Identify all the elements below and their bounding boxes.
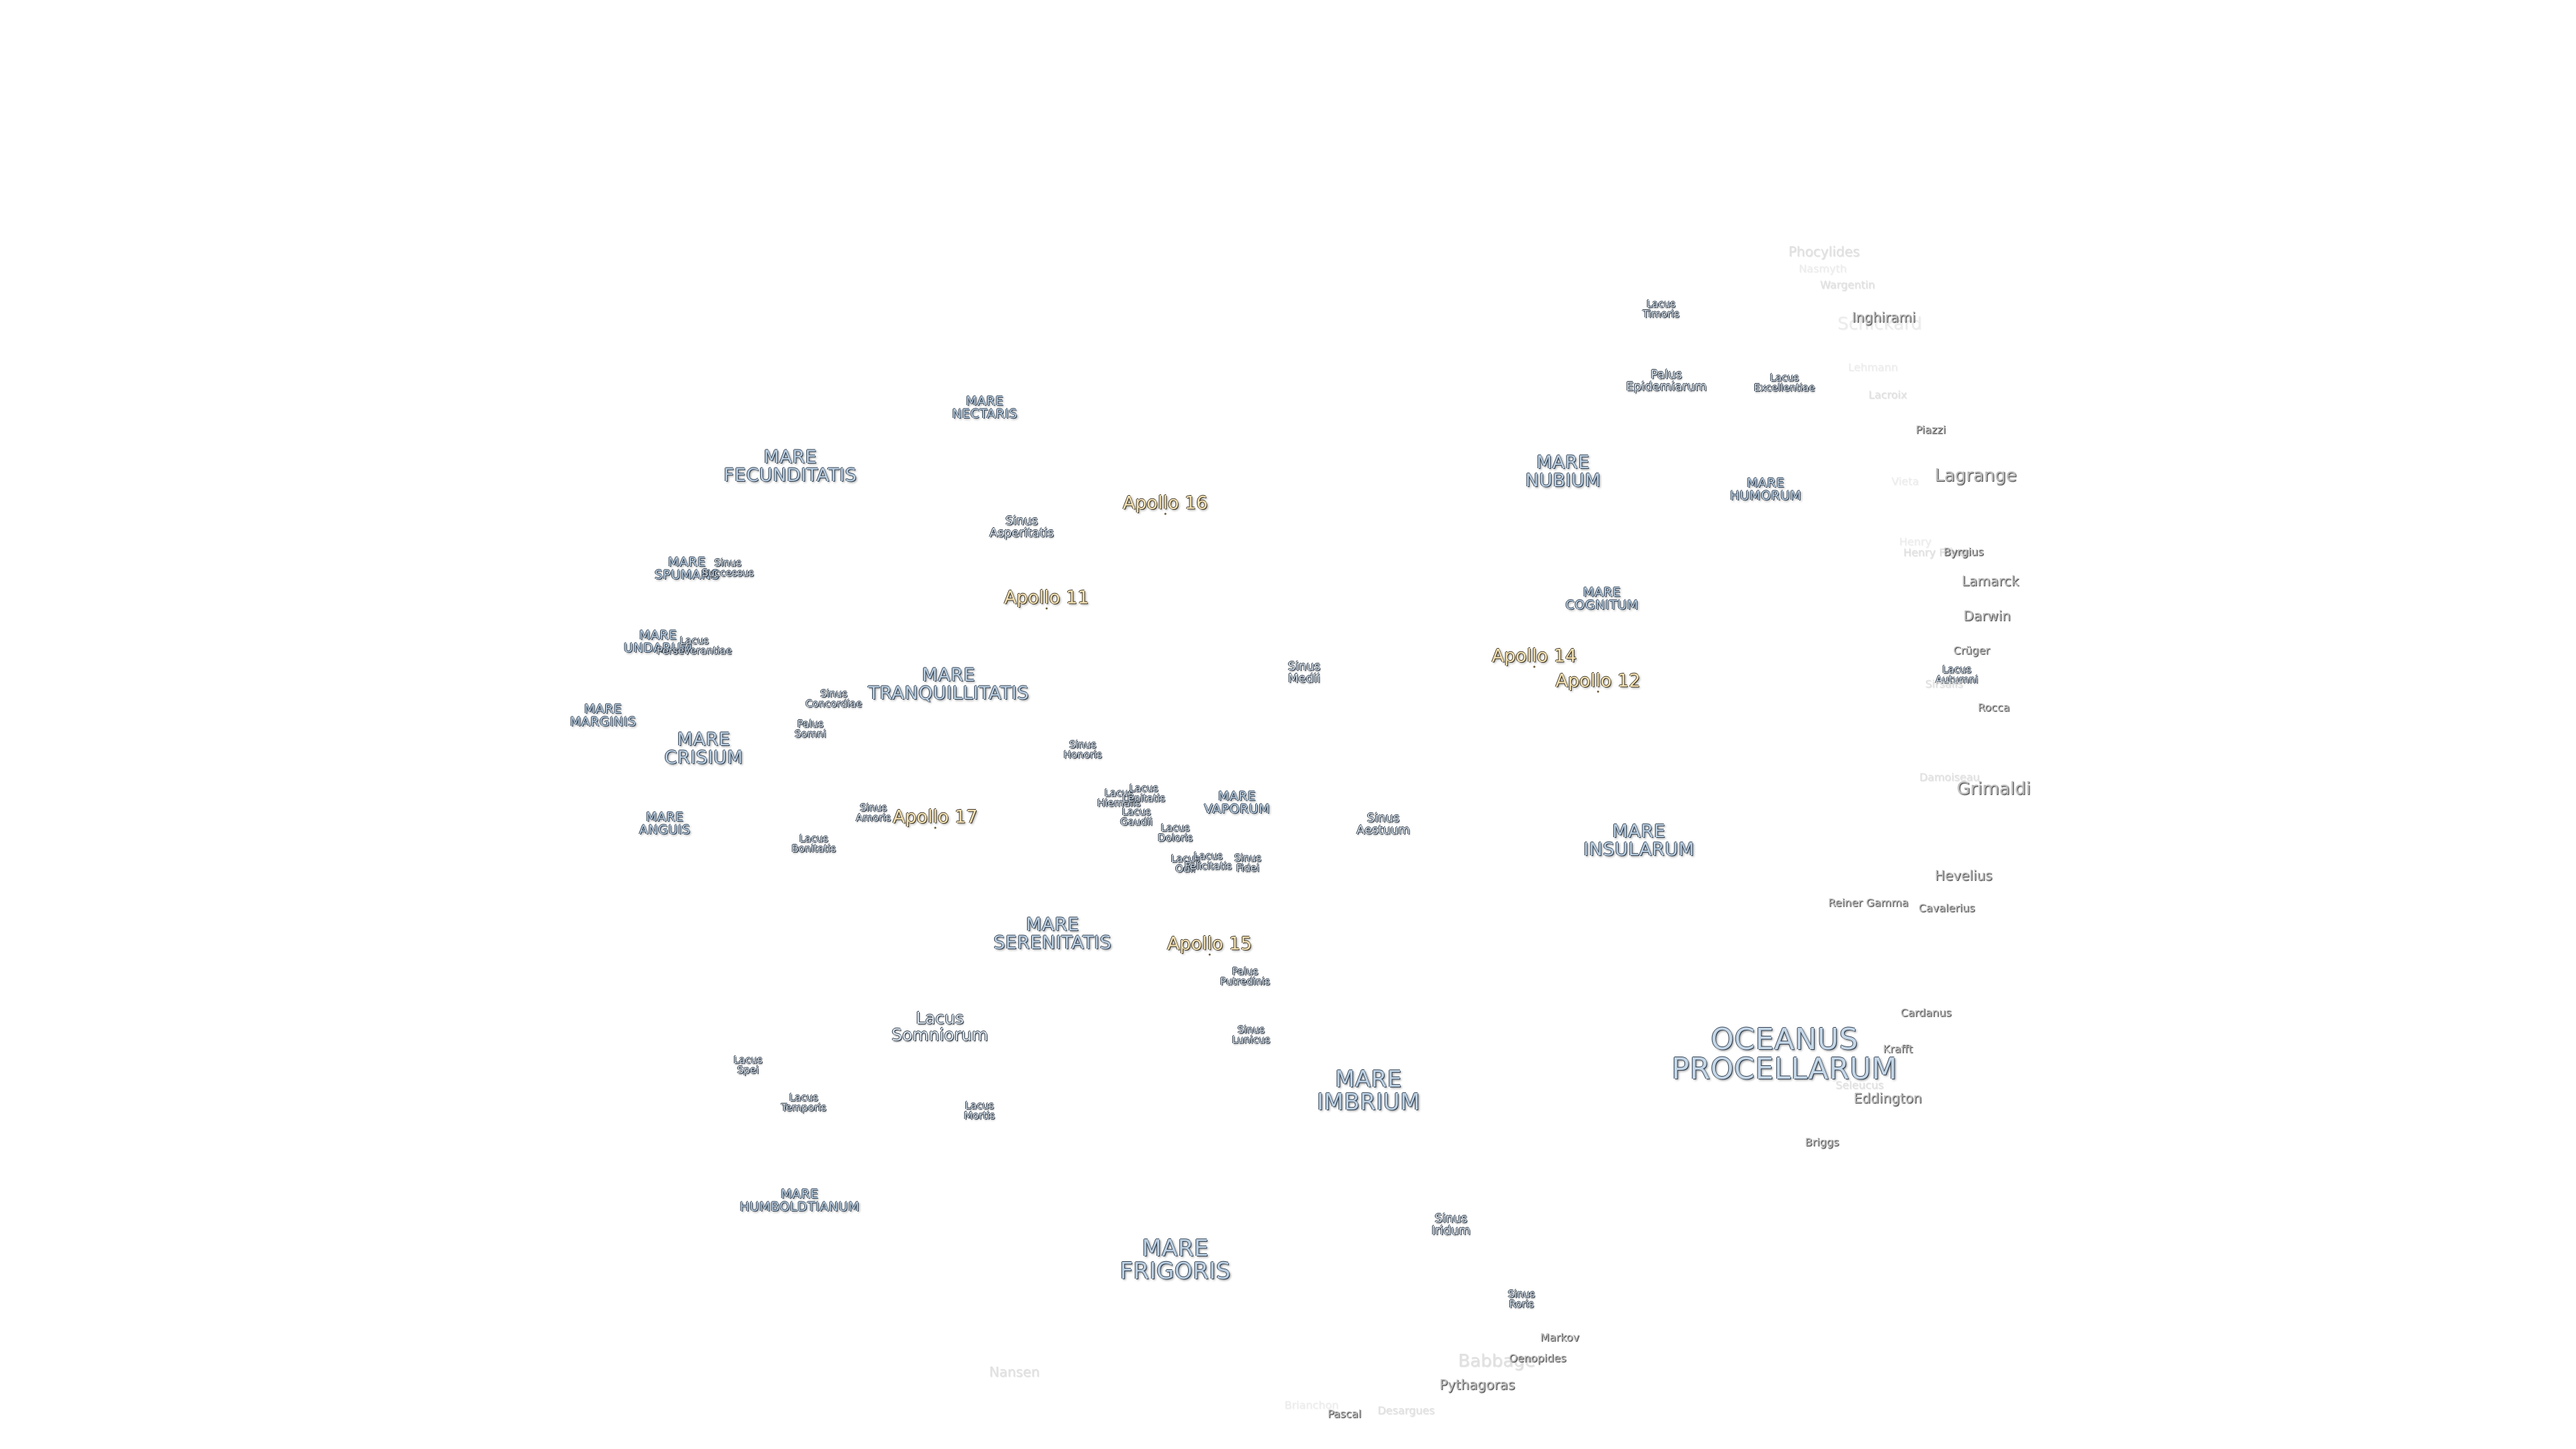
label-apollo-12[interactable]: Apollo 12: [1555, 670, 1641, 693]
label-palus-epidemiarum[interactable]: Palus Epidemiarum: [1625, 368, 1707, 394]
label-lacus-lenitatis[interactable]: Lacus Lenitatis: [1122, 782, 1165, 804]
label-crater-vieta[interactable]: Vieta: [1891, 475, 1919, 488]
label-palus-somni[interactable]: Palus Somni: [794, 718, 826, 740]
label-crater-lamarck[interactable]: Lamarck: [1962, 573, 2019, 589]
label-lacus-odii[interactable]: Lacus Odii: [1171, 853, 1200, 875]
label-lacus-gaudii[interactable]: Lacus Gaudii: [1120, 806, 1153, 828]
apollo-15-marker: [1208, 953, 1211, 956]
apollo-11-marker: [1045, 607, 1048, 610]
label-crater-brianchon[interactable]: Brianchon: [1284, 1399, 1339, 1411]
label-mare-nectaris[interactable]: MARE NECTARIS: [952, 394, 1018, 421]
label-lacus-temporis[interactable]: Lacus Temporis: [781, 1091, 826, 1114]
label-crater-seleucus[interactable]: Seleucus: [1835, 1079, 1884, 1091]
label-mare-undarum[interactable]: MARE UNDARUM: [623, 628, 693, 655]
label-crater-markov[interactable]: Markov: [1540, 1331, 1580, 1344]
label-crater-oenopides[interactable]: Oenopides: [1509, 1352, 1566, 1364]
label-crater-darwin[interactable]: Darwin: [1963, 608, 2011, 624]
label-sinus-roris[interactable]: Sinus Roris: [1507, 1288, 1536, 1310]
label-sinus-honoris[interactable]: Sinus Honoris: [1063, 739, 1102, 761]
label-oceanus-procellarum[interactable]: OCEANUS PROCELLARUM: [1671, 1022, 1898, 1086]
apollo-12-marker: [1597, 690, 1599, 693]
label-crater-reiner-gamma[interactable]: Reiner Gamma: [1828, 896, 1909, 909]
label-mare-humorum[interactable]: MARE HUMORUM: [1729, 476, 1802, 503]
label-crater-cavalerius[interactable]: Cavalerius: [1918, 902, 1976, 914]
label-mare-cognitum[interactable]: MARE COGNITUM: [1565, 585, 1639, 612]
label-apollo-16[interactable]: Apollo 16: [1122, 492, 1208, 515]
label-mare-spumans[interactable]: MARE SPUMANS: [654, 555, 720, 582]
label-mare-frigoris[interactable]: MARE FRIGORIS: [1120, 1235, 1231, 1285]
label-mare-humboldtianum[interactable]: MARE HUMBOLDTIANUM: [739, 1187, 860, 1214]
label-crater-byrgius[interactable]: Byrgius: [1943, 545, 1984, 558]
label-sinus-fidei[interactable]: Sinus Fidei: [1234, 852, 1262, 874]
label-crater-eddington[interactable]: Eddington: [1854, 1090, 1922, 1106]
label-mare-vaporum[interactable]: MARE VAPORUM: [1203, 789, 1271, 816]
label-mare-imbrium[interactable]: MARE IMBRIUM: [1316, 1066, 1421, 1116]
label-palus-putredinis[interactable]: Palus Putredinis: [1220, 965, 1271, 987]
label-apollo-14[interactable]: Apollo 14: [1491, 645, 1577, 668]
label-lacus-mortis[interactable]: Lacus Mortis: [963, 1099, 996, 1122]
label-crater-grimaldi[interactable]: Grimaldi: [1956, 779, 2031, 799]
label-crater-lagrange[interactable]: Lagrange: [1934, 466, 2017, 486]
label-mare-anguis[interactable]: MARE ANGUIS: [639, 810, 691, 837]
label-crater-phocylides[interactable]: Phocylides: [1788, 244, 1860, 260]
label-crater-hevelius[interactable]: Hevelius: [1935, 867, 1992, 883]
label-sinus-aestuum[interactable]: Sinus Aestuum: [1356, 811, 1410, 837]
label-mare-crisium[interactable]: MARE CRISIUM: [664, 729, 743, 768]
label-apollo-17[interactable]: Apollo 17: [892, 806, 978, 829]
label-sinus-medii[interactable]: Sinus Medii: [1287, 659, 1321, 686]
label-apollo-15[interactable]: Apollo 15: [1167, 933, 1252, 956]
label-crater-krafft[interactable]: Krafft: [1882, 1042, 1913, 1055]
label-mare-fecunditatis[interactable]: MARE FECUNDITATIS: [723, 447, 857, 486]
label-mare-nubium[interactable]: MARE NUBIUM: [1525, 452, 1601, 491]
apollo-16-marker: [1164, 513, 1167, 515]
label-crater-criiger[interactable]: Crüger: [1953, 644, 1990, 657]
label-crater-lehmann[interactable]: Lehmann: [1847, 361, 1898, 374]
label-lacus-doloris[interactable]: Lacus Doloris: [1157, 822, 1193, 844]
label-mare-tranquillitatis[interactable]: MARE TRANQUILLITATIS: [868, 665, 1029, 704]
label-crater-pascal[interactable]: Pascal: [1327, 1407, 1362, 1420]
label-sinus-successus[interactable]: Sinus Successus: [702, 557, 754, 579]
label-lacus-hiemalis[interactable]: Lacus Hiemalis: [1097, 787, 1141, 809]
label-crater-lacroix[interactable]: Lacroix: [1868, 388, 1907, 401]
label-crater-babbage[interactable]: Babbage: [1458, 1351, 1536, 1371]
label-sinus-asperitatis[interactable]: Sinus Asperitatis: [989, 514, 1055, 540]
label-lacus-somniorum[interactable]: Lacus Somniorum: [891, 1008, 989, 1044]
label-crater-rocca[interactable]: Rocca: [1978, 701, 2010, 714]
label-sinus-concordiae[interactable]: Sinus Concordiae: [805, 688, 863, 710]
label-lacus-timoris[interactable]: Lacus Timoris: [1642, 298, 1680, 320]
label-crater-inghirami[interactable]: Inghirami: [1851, 309, 1916, 325]
label-crater-schickard[interactable]: Schickard: [1837, 314, 1923, 334]
label-lacus-perseverantiae[interactable]: Lacus Perseverantiae: [656, 635, 733, 657]
label-crater-piazzi[interactable]: Piazzi: [1915, 423, 1946, 436]
label-mare-serenitatis[interactable]: MARE SERENITATIS: [993, 914, 1112, 953]
label-crater-henry[interactable]: Henry: [1898, 535, 1932, 548]
label-sinus-iridum[interactable]: Sinus Iridum: [1431, 1212, 1471, 1238]
label-sinus-amoris[interactable]: Sinus Amoris: [855, 802, 892, 824]
label-sinus-lunicus[interactable]: Sinus Lunicus: [1232, 1024, 1271, 1046]
label-mare-insularum[interactable]: MARE INSULARUM: [1583, 821, 1695, 860]
label-crater-sirsalis[interactable]: Sirsalis: [1925, 678, 1964, 690]
label-crater-desargues[interactable]: Desargues: [1377, 1404, 1435, 1417]
apollo-14-marker: [1533, 665, 1536, 668]
label-crater-henry-freres[interactable]: Henry Frères: [1903, 546, 1972, 559]
label-lacus-bonitatis[interactable]: Lacus Bonitatis: [791, 833, 837, 855]
label-crater-cardanus[interactable]: Cardanus: [1900, 1006, 1951, 1019]
label-crater-nansen[interactable]: Nansen: [989, 1364, 1040, 1380]
apollo-17-marker: [934, 826, 936, 829]
label-apollo-11[interactable]: Apollo 11: [1004, 587, 1089, 610]
label-crater-pythagoras[interactable]: Pythagoras: [1439, 1377, 1515, 1393]
label-mare-marginis[interactable]: MARE MARGINIS: [570, 702, 637, 729]
label-crater-wargentin[interactable]: Wargentin: [1820, 278, 1875, 291]
label-crater-briggs[interactable]: Briggs: [1805, 1136, 1839, 1148]
label-lacus-spei[interactable]: Lacus Spei: [733, 1054, 763, 1076]
label-crater-damoiseau[interactable]: Damoiseau: [1919, 771, 1980, 784]
label-lacus-excellentiae[interactable]: Lacus Excellentiae: [1754, 372, 1815, 394]
label-crater-nasmyth[interactable]: Nasmyth: [1799, 262, 1847, 275]
label-lacus-felicitatis[interactable]: Lacus Felicitatis: [1184, 850, 1232, 872]
label-lacus-autumni[interactable]: Lacus Autumni: [1935, 663, 1978, 686]
